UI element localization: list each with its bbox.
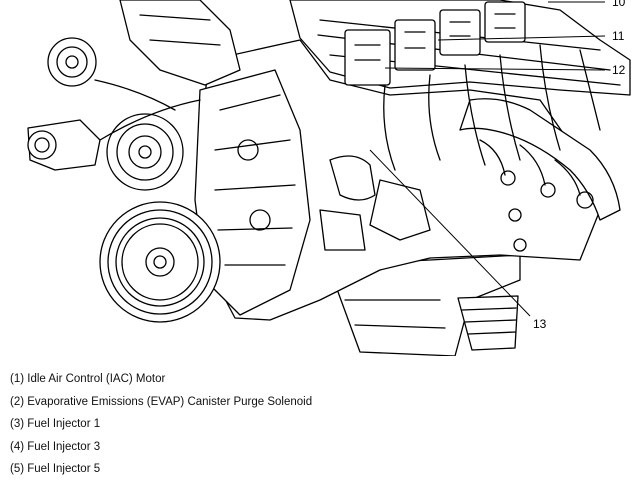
legend-item-5: (5) Fuel Injector 5 — [10, 463, 101, 475]
legend-item-1: (1) Idle Air Control (IAC) Motor — [10, 373, 166, 385]
engine-illustration — [27, 0, 631, 356]
callout-12: 12 — [612, 63, 626, 77]
leader-lines — [369, 1, 606, 317]
component-legend: (1) Idle Air Control (IAC) Motor (2) Eva… — [10, 368, 630, 481]
callout-10: 10 — [612, 0, 626, 9]
legend-item-2: (2) Evaporative Emissions (EVAP) Caniste… — [10, 395, 313, 408]
engine-diagram: 10 11 12 13 — [27, 0, 631, 356]
callout-11: 11 — [612, 29, 625, 43]
legend-item-3: (3) Fuel Injector 1 — [10, 418, 101, 430]
legend-item-4: (4) Fuel Injector 3 — [10, 440, 101, 453]
callout-13: 13 — [533, 317, 547, 331]
